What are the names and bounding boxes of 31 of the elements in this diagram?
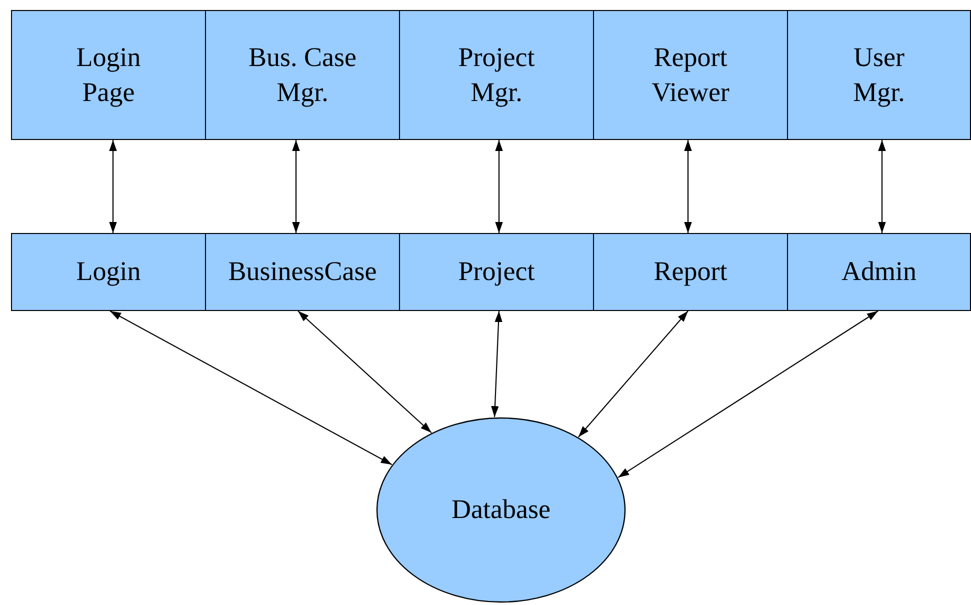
connector-arrow (298, 310, 432, 434)
module-box (787, 233, 971, 311)
module-label: User Mgr. (852, 40, 906, 109)
module-box (205, 10, 400, 140)
module-label: Project Mgr. (457, 40, 536, 109)
module-label: Report (654, 255, 728, 288)
module-box (399, 233, 594, 311)
connector-arrow (684, 140, 692, 233)
module-label: Report Viewer (650, 40, 730, 109)
module-label: Admin (841, 255, 916, 288)
connector-arrow (495, 140, 503, 233)
module-box (205, 233, 400, 311)
connector-arrow (110, 310, 392, 466)
module-box (787, 10, 971, 140)
module-label: Login Page (75, 40, 142, 109)
connector-arrow (109, 140, 117, 233)
connector-arrow (578, 310, 688, 438)
module-box (11, 10, 206, 140)
connector-arrow (618, 310, 878, 478)
module-label: Project (458, 255, 535, 288)
module-box (593, 10, 788, 140)
connector-arrow (878, 140, 886, 233)
connector-arrow (491, 310, 502, 418)
module-box (399, 10, 594, 140)
module-box (11, 233, 206, 311)
module-box (593, 233, 788, 311)
module-label: Login (76, 255, 141, 288)
module-label: BusinessCase (228, 255, 377, 288)
module-label: Database (452, 493, 550, 526)
module-label: Bus. Case Mgr. (248, 40, 358, 109)
connector-arrow (292, 140, 300, 233)
